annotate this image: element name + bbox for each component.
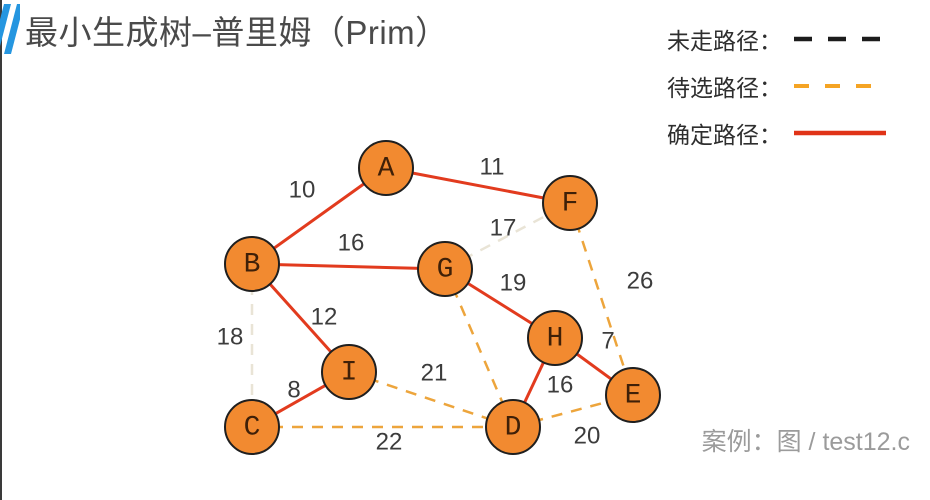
node-circle <box>542 175 598 231</box>
graph-node-H: H <box>527 310 583 366</box>
edge-weight-G-H: 19 <box>500 270 527 297</box>
edge-weight-H-D: 16 <box>547 372 574 399</box>
legend-item-confirmed: 确定路径： <box>667 116 888 150</box>
legend-item-unwalked: 未走路径： <box>667 22 888 56</box>
edge-weight-D-E: 20 <box>574 423 601 450</box>
node-circle <box>417 241 473 297</box>
graph-node-G: G <box>417 241 473 297</box>
edge-I-D <box>348 370 514 429</box>
edge-F-E <box>568 202 635 396</box>
edge-weight-H-E: 7 <box>601 328 614 355</box>
node-label: C <box>244 413 261 444</box>
edge-weight-C-D: 22 <box>376 429 403 456</box>
node-label: I <box>341 358 358 389</box>
edge-weight-C-I: 8 <box>287 377 300 404</box>
legend-confirmed-line-sample <box>794 130 886 136</box>
logo-icon <box>0 4 20 54</box>
node-label: F <box>562 189 579 220</box>
legend-label: 确定路径： <box>667 122 782 148</box>
node-label: E <box>625 381 642 412</box>
edge-G-D <box>443 268 515 428</box>
node-label: A <box>378 154 395 185</box>
node-circle <box>224 236 280 292</box>
edge-weight-I-D: 21 <box>421 360 448 387</box>
node-circle <box>485 399 541 455</box>
edge-B-G <box>251 262 446 271</box>
edge-weight-A-F: 11 <box>480 154 505 181</box>
node-circle <box>321 344 377 400</box>
case-caption: 案例：图 / test12.c <box>701 428 910 456</box>
legend: 未走路径： 待选路径： 确定路径： <box>667 22 888 150</box>
legend-unwalked-line-sample <box>794 36 886 42</box>
graph-node-C: C <box>224 399 280 455</box>
edge-weight-A-B: 10 <box>289 177 316 204</box>
edge-weight-B-I: 12 <box>311 304 338 331</box>
node-label: G <box>437 255 454 286</box>
node-circle <box>605 367 661 423</box>
edge-weight-G-F: 17 <box>490 215 517 242</box>
graph-node-B: B <box>224 236 280 292</box>
page-title: 最小生成树–普里姆（Prim） <box>25 14 449 51</box>
legend-label: 未走路径： <box>667 28 782 54</box>
graph-node-I: I <box>321 344 377 400</box>
node-circle <box>224 399 280 455</box>
node-label: D <box>505 413 522 444</box>
node-circle <box>358 140 414 196</box>
edge-weight-B-C: 18 <box>217 324 244 351</box>
edge-A-F <box>385 166 571 205</box>
legend-item-candidate: 待选路径： <box>667 69 888 103</box>
node-label: H <box>547 324 564 355</box>
graph-node-A: A <box>358 140 414 196</box>
legend-candidate-line-sample <box>794 84 886 88</box>
edge-weight-B-G: 16 <box>338 230 365 257</box>
legend-label: 待选路径： <box>667 75 782 101</box>
graph-node-D: D <box>485 399 541 455</box>
graph-node-F: F <box>542 175 598 231</box>
edge-weight-F-E: 26 <box>627 268 654 295</box>
graph-node-E: E <box>605 367 661 423</box>
node-circle <box>527 310 583 366</box>
left-border <box>0 0 2 500</box>
node-label: B <box>244 250 261 281</box>
